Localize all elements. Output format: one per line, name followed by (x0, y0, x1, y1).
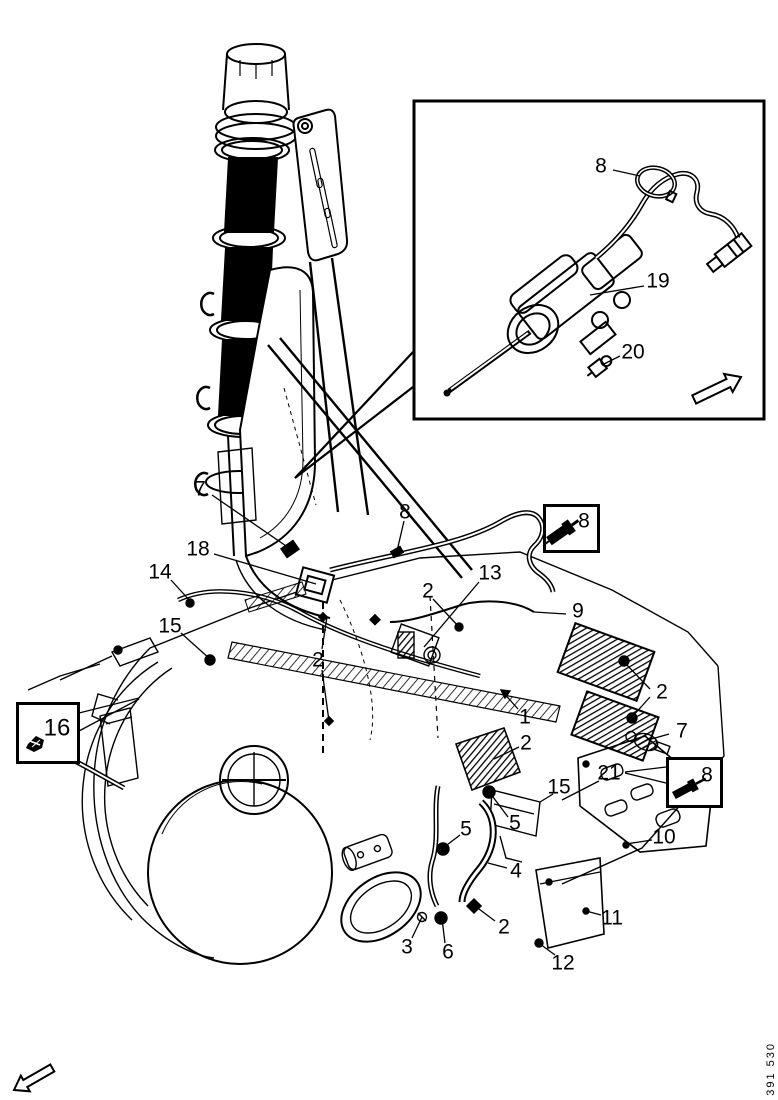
injection-pump (369, 613, 441, 667)
inset-hose (594, 165, 753, 274)
callout-box-16 (16, 702, 80, 764)
callout-leader-plate-2 (493, 746, 520, 760)
callout-box-8-top (543, 504, 600, 553)
callout-leader-inset-20 (603, 355, 621, 365)
callout-label-left-2: 2 (312, 649, 324, 672)
callout-label-tube-4: 4 (510, 860, 522, 883)
callout-label-hose-8: 8 (399, 501, 411, 524)
callout-label-stack-18: 18 (186, 538, 209, 561)
callout-leader-mount-2 (623, 661, 651, 690)
callout-leader-plate-10 (625, 839, 653, 845)
callout-label-mount-2: 2 (656, 681, 668, 704)
callout-label-bracket-21: 21 (597, 762, 620, 785)
callout-label-sensor-7: 7 (676, 720, 688, 743)
callout-leader-tube-4 (487, 862, 508, 869)
shield-plate-11 (534, 857, 605, 949)
dark-mount-bracket (454, 726, 522, 792)
bolt-20-part (586, 355, 613, 379)
callout-leader-left-2 (321, 616, 328, 650)
callout-leader-left-2 (321, 669, 330, 722)
manifold-hatched-strip (227, 641, 561, 723)
callout-label-inset-19: 19 (646, 270, 669, 293)
callout-leader-box-8-right (624, 766, 667, 773)
direction-arrow-bottom-left (12, 1063, 56, 1093)
callout-label-inset-20: 20 (621, 341, 644, 364)
callout-label-clip-5a: 5 (460, 818, 472, 841)
heat-shield (238, 266, 317, 558)
front-cover-dome (147, 779, 333, 965)
callout-label-plate-2: 2 (520, 732, 532, 755)
callout-label-pipe-14: 14 (148, 561, 172, 584)
callout-leader-inset-19 (589, 285, 645, 296)
callout-label-box-16: 16 (44, 715, 71, 742)
callout-label-mid-2: 2 (422, 580, 434, 603)
callout-label-plate-10: 10 (652, 826, 675, 849)
callout-leader-bolt-2b (474, 905, 496, 922)
callout-label-inset-8: 8 (595, 155, 607, 178)
inset-detail-box (412, 99, 766, 421)
direction-arrow-inset (690, 372, 743, 405)
engine-mount-upper (556, 621, 656, 703)
callout-label-rail-9: 9 (572, 600, 584, 623)
exhaust-outlet-flange (340, 871, 422, 943)
turbo-actuator-assembly (443, 165, 753, 397)
stack-handle-bracket (292, 108, 349, 262)
inspection-port (219, 745, 289, 815)
engine-assembly (27, 551, 725, 965)
callout-leader-box-16 (78, 697, 140, 714)
callout-leader-box-16 (78, 698, 140, 732)
callout-leader-inset-8 (612, 169, 641, 177)
callout-label-plate-11: 11 (601, 907, 623, 930)
callout-leader-fit-6 (441, 918, 446, 944)
callout-leader-box-8-right (624, 772, 667, 784)
fuel-rail-9 (389, 600, 535, 623)
breather-hose-8 (329, 510, 556, 593)
callout-label-fit-3: 3 (401, 936, 413, 959)
callout-leader-bracket-15 (539, 793, 554, 803)
clip-nut-icon (26, 736, 44, 752)
callout-box-8-right (666, 757, 723, 808)
callout-label-bracket-15: 15 (547, 776, 570, 799)
callout-label-clip-5b: 5 (509, 812, 521, 835)
callout-leader-fit-3 (411, 916, 423, 939)
callout-leader-bracket-21 (561, 780, 600, 801)
callout-label-box-8-right: 8 (701, 764, 713, 787)
callout-label-pump-13: 13 (478, 562, 501, 585)
callout-label-bolt-2b: 2 (498, 916, 510, 939)
temp-sensor-icon (543, 519, 580, 546)
callout-label-stack-7: 7 (194, 478, 206, 501)
glow-plug-sensor-icon (671, 777, 707, 800)
callout-leader-pipe-14 (170, 579, 192, 603)
callout-leader-plate-1 (500, 689, 519, 710)
callout-label-left-15: 15 (158, 615, 181, 638)
callout-leader-bolt-12 (539, 943, 556, 956)
callout-label-fit-6: 6 (442, 941, 454, 964)
exhaust-stack (194, 43, 556, 613)
callout-label-bolt-12: 12 (551, 952, 574, 975)
callout-leader-hose-8 (396, 520, 405, 552)
callout-leader-clip-5b (489, 792, 509, 818)
callout-leader-mid-2 (432, 598, 460, 628)
callout-leader-clip-5a (442, 834, 461, 849)
callout-leader-stack-18 (213, 553, 317, 585)
callout-leader-pump-13 (423, 581, 480, 648)
figure-number: 391 530 (765, 1042, 777, 1096)
callout-leader-plate-11 (585, 910, 602, 916)
callout-leader-mount-2 (631, 696, 651, 718)
small-cylinder-part (341, 833, 393, 872)
callout-leader-stack-7 (211, 494, 290, 549)
callout-label-plate-1: 1 (519, 706, 531, 729)
rain-cap (215, 43, 297, 150)
inset-pointer-wedge (294, 351, 414, 479)
callout-leader-rail-9 (533, 611, 567, 615)
support-braces (267, 257, 473, 579)
callout-leader-sensor-7 (647, 733, 670, 741)
callout-label-box-8-top: 8 (578, 510, 590, 533)
clamp-ring-8-part (635, 165, 677, 199)
callout-leader-left-15 (180, 632, 211, 660)
fuel-lines (416, 785, 496, 925)
